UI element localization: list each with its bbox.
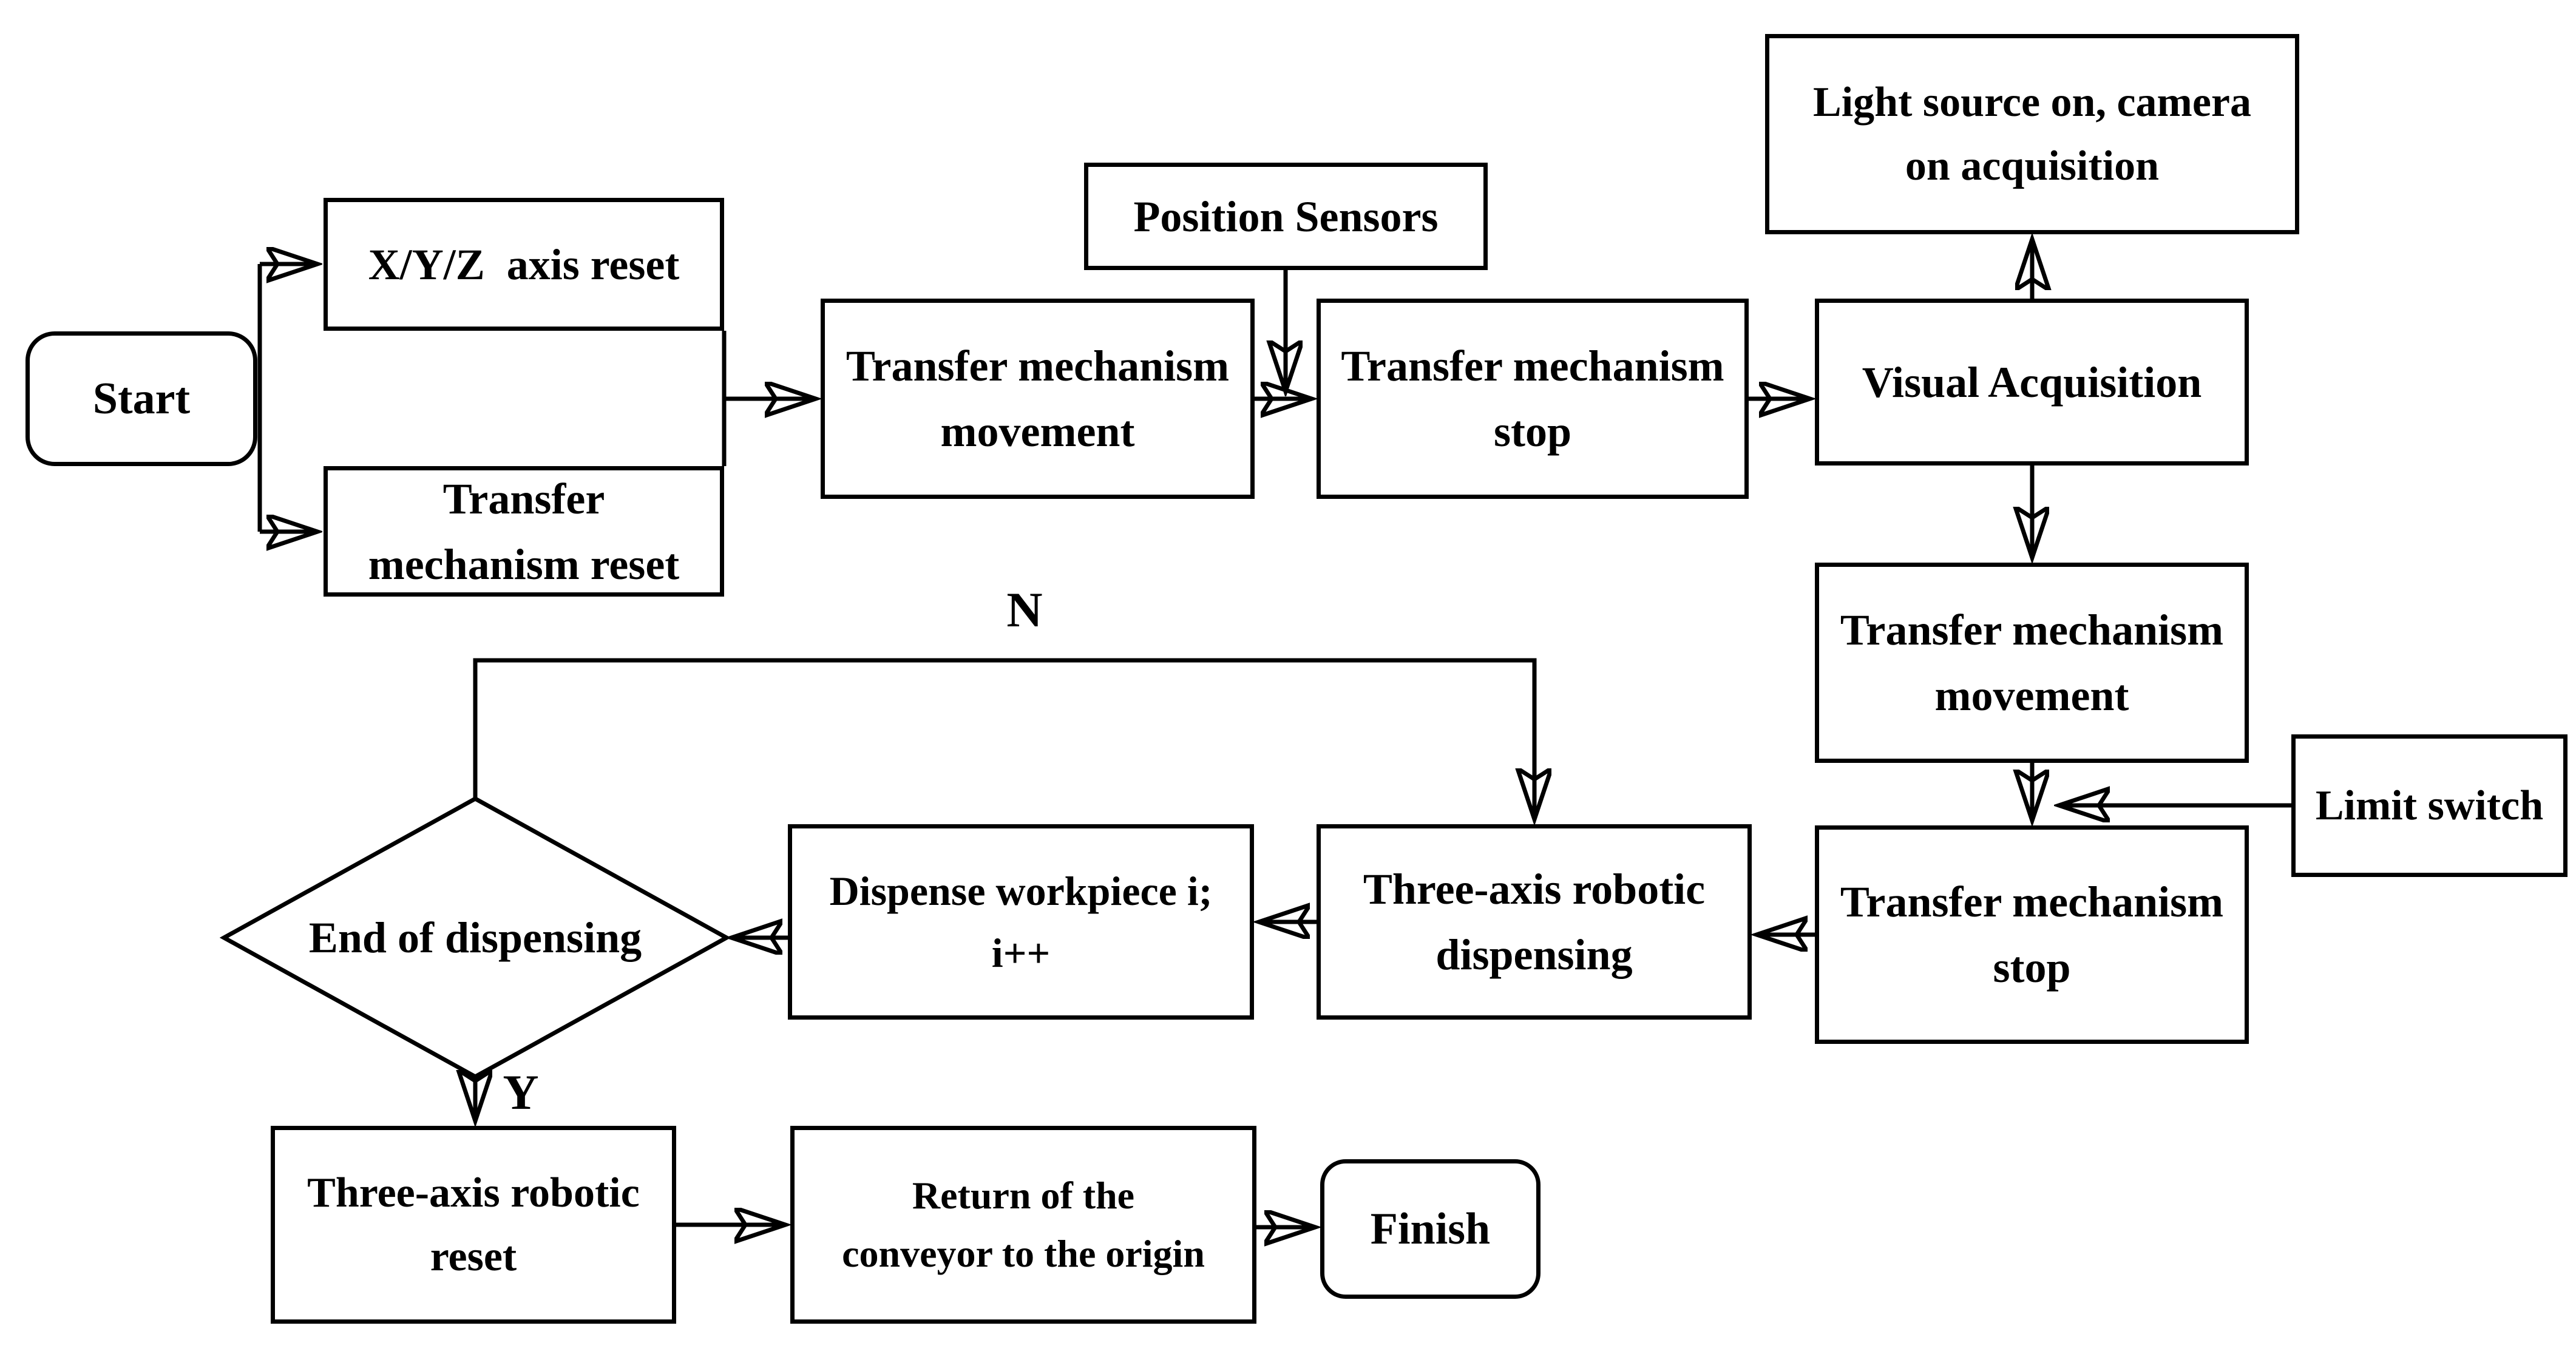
node-label-finish: Finish [1370,1204,1491,1254]
node-start: Start [25,331,257,466]
node-label-dispense-workpiece: Dispense workpiece i; i++ [829,868,1213,976]
node-label-transfer-mechanism-reset: Transfer mechanism reset [368,474,680,589]
node-transfer-mechanism-movement-1: Transfer mechanism movement [821,299,1255,499]
node-transfer-mechanism-stop-1: Transfer mechanism stop [1317,299,1749,499]
node-label-limit-switch: Limit switch [2315,782,2544,829]
node-transfer-mechanism-reset: Transfer mechanism reset [324,466,724,597]
node-label-transfer-mechanism-movement-2: Transfer mechanism movement [1840,606,2224,720]
node-limit-switch: Limit switch [2291,734,2568,877]
node-label-position-sensors: Position Sensors [1133,192,1439,241]
node-transfer-mechanism-stop-2: Transfer mechanism stop [1815,825,2249,1044]
node-xyz-axis-reset: X/Y/Z axis reset [324,198,724,331]
node-label-transfer-mechanism-movement-1: Transfer mechanism movement [846,342,1230,456]
node-label-visual-acquisition: Visual Acquisition [1862,357,2202,407]
node-end-of-dispensing: End of dispensing [224,799,727,1077]
node-light-source: Light source on, camera on acquisition [1765,34,2299,234]
decision-diamond-shape [219,796,731,1079]
node-label-light-source: Light source on, camera on acquisition [1813,79,2251,189]
node-label-end-of-dispensing: End of dispensing [308,913,642,962]
node-dispense-workpiece: Dispense workpiece i; i++ [788,824,1254,1020]
node-label-three-axis-robotic-reset: Three-axis robotic reset [307,1170,640,1280]
node-label-three-axis-robotic-dispensing: Three-axis robotic dispensing [1363,865,1706,979]
node-three-axis-robotic-reset: Three-axis robotic reset [271,1126,676,1324]
node-label-transfer-mechanism-stop-2: Transfer mechanism stop [1840,878,2224,992]
node-label-xyz-axis-reset: X/Y/Z axis reset [368,240,680,289]
edge-label-no: N [1006,582,1043,637]
node-three-axis-robotic-dispensing: Three-axis robotic dispensing [1317,824,1752,1020]
node-label-transfer-mechanism-stop-1: Transfer mechanism stop [1341,342,1724,456]
node-transfer-mechanism-movement-2: Transfer mechanism movement [1815,563,2249,763]
node-position-sensors: Position Sensors [1084,163,1488,270]
edge-decision-no-loop [473,658,1534,819]
node-label-return-conveyor: Return of the conveyor to the origin [842,1174,1205,1275]
node-visual-acquisition: Visual Acquisition [1815,299,2249,466]
edge-label-yes: Y [503,1065,539,1120]
node-finish: Finish [1320,1159,1541,1299]
node-label-start: Start [92,373,191,424]
node-return-conveyor: Return of the conveyor to the origin [790,1126,1256,1324]
